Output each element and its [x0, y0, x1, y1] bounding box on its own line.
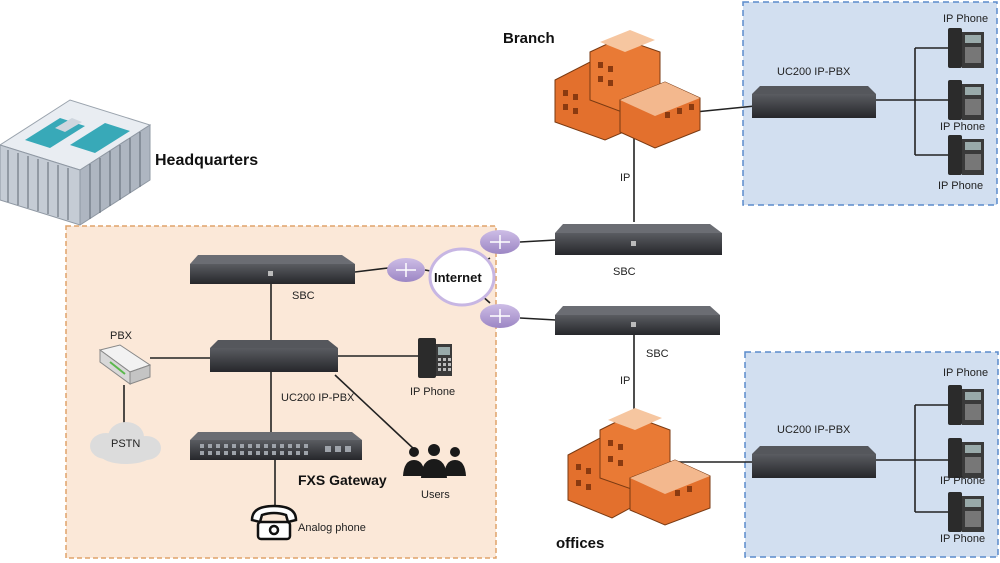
- ippbx-device-hq: [210, 340, 338, 372]
- offices-phone-label-3: IP Phone: [940, 533, 986, 545]
- offices-building-icon: [567, 408, 711, 526]
- hq-sbc-label: SBC: [292, 290, 315, 302]
- hq-ip-phone-label: IP Phone: [410, 386, 456, 398]
- sbc-device-offices: [555, 306, 720, 335]
- analog-phone-icon: [250, 504, 298, 541]
- pbx-device-icon: [98, 344, 152, 385]
- offices-title: offices: [556, 535, 605, 552]
- ippbx-device-branch: [752, 86, 876, 118]
- router-icon-offices: [480, 304, 520, 328]
- users-icon: [403, 444, 466, 478]
- users-label: Users: [421, 489, 450, 501]
- ip-phone-icon-branch-3: [948, 135, 984, 175]
- internet-label: Internet: [434, 270, 482, 285]
- branch-title: Branch: [503, 30, 555, 47]
- headquarters-building-icon: [0, 99, 152, 226]
- ip-phone-icon-offices-3: [948, 492, 984, 532]
- branch-ip-link-label: IP: [620, 172, 631, 184]
- branch-phone-label-2: IP Phone: [940, 121, 986, 133]
- ippbx-device-offices: [752, 446, 876, 478]
- pstn-cloud-icon: [90, 422, 161, 464]
- internet-cloud: [428, 247, 496, 307]
- pstn-label: PSTN: [111, 438, 141, 450]
- analog-phone-label: Analog phone: [298, 522, 366, 534]
- fxs-gateway-label: FXS Gateway: [298, 472, 387, 488]
- router-icon-branch: [480, 230, 520, 254]
- sbc-device-branch: [555, 224, 722, 255]
- branch-phone-label-3: IP Phone: [938, 180, 984, 192]
- branch-phone-label-1: IP Phone: [943, 13, 989, 25]
- branch-ippbx-label: UC200 IP-PBX: [777, 66, 851, 78]
- ip-phone-icon-hq: [418, 338, 452, 378]
- hq-ippbx-label: UC200 IP-PBX: [281, 392, 355, 404]
- branch-sbc-label: SBC: [613, 266, 636, 278]
- ip-phone-icon-offices-1: [948, 385, 984, 425]
- sbc-device-hq: [190, 255, 355, 284]
- ip-phone-icon-branch-1: [948, 28, 984, 68]
- ip-phone-icon-branch-2: [948, 80, 984, 120]
- offices-ippbx-label: UC200 IP-PBX: [777, 424, 851, 436]
- offices-phone-label-1: IP Phone: [943, 367, 989, 379]
- offices-sbc-label: SBC: [646, 348, 669, 360]
- pbx-label: PBX: [110, 330, 133, 342]
- offices-phone-label-2: IP Phone: [940, 475, 986, 487]
- branch-building-icon: [554, 30, 701, 149]
- router-icon-hq: [387, 258, 425, 282]
- fxs-gateway-device: [190, 432, 362, 460]
- offices-ip-link-label: IP: [620, 375, 631, 387]
- headquarters-title: Headquarters: [155, 152, 259, 169]
- ip-phone-icon-offices-2: [948, 438, 984, 478]
